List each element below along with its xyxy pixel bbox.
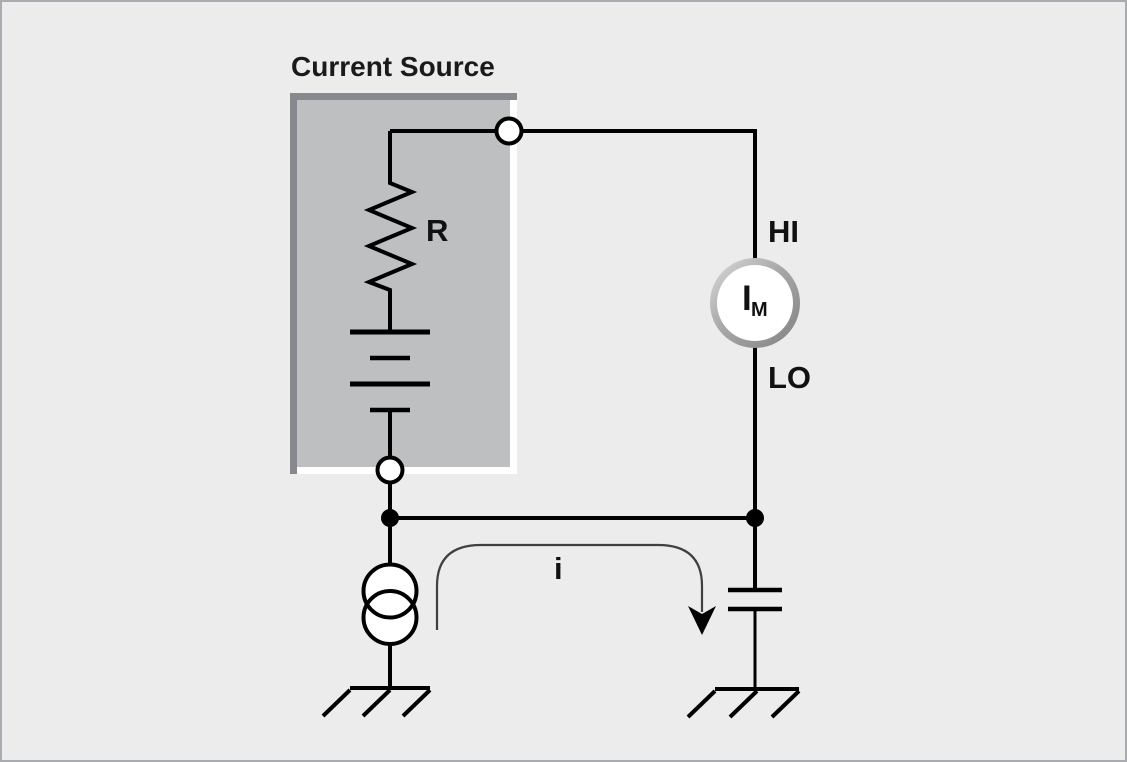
battery-symbol [350, 329, 430, 413]
diagram-title: Current Source [291, 51, 495, 82]
current-source-symbol [361, 562, 419, 646]
current-arrowhead [688, 606, 716, 635]
ground-symbol-left [321, 686, 432, 718]
hi-terminal-label: HI [768, 214, 799, 249]
box-bevel-dark-left [290, 93, 297, 474]
ammeter-face [717, 265, 793, 341]
lo-terminal-label: LO [768, 360, 811, 395]
ammeter-label-subscript: M [751, 299, 768, 321]
box-fill [297, 100, 510, 467]
current-source-box [290, 93, 517, 474]
ammeter-label: I [742, 279, 752, 318]
ground-symbol-right [686, 687, 801, 719]
resistor-label: R [426, 213, 448, 248]
current-label: i [554, 551, 563, 586]
capacitor-symbol [728, 587, 782, 612]
box-bevel-dark-top [290, 93, 517, 100]
junction-dot-right [746, 509, 764, 527]
junction-dot-left [381, 509, 399, 527]
ammeter-symbol: I M [710, 258, 800, 348]
terminal-node-top [494, 116, 524, 146]
resistor-symbol [363, 131, 418, 332]
terminal-node-bottom [375, 455, 405, 485]
current-arrow [435, 543, 716, 635]
